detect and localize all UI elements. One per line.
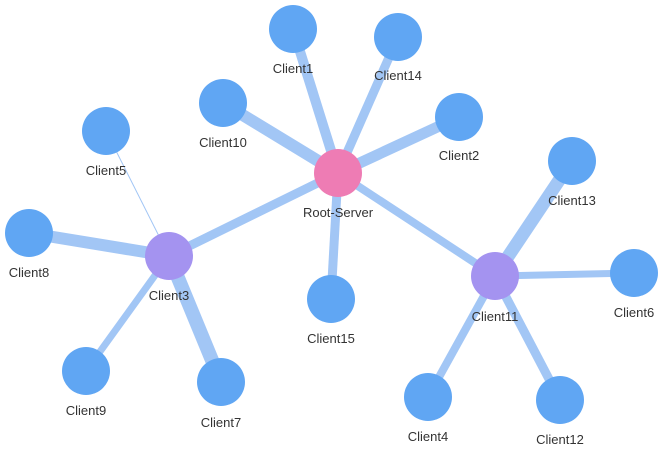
node-label-root-server: Root-Server <box>303 205 374 220</box>
node-label-client15: Client15 <box>307 331 355 346</box>
node-client10[interactable] <box>199 79 247 127</box>
node-root-server[interactable] <box>314 149 362 197</box>
node-label-client4: Client4 <box>408 429 448 444</box>
node-label-client5: Client5 <box>86 163 126 178</box>
nodes-layer <box>5 5 658 424</box>
edge-root-server-client1 <box>288 27 343 175</box>
node-client5[interactable] <box>82 107 130 155</box>
node-label-client11: Client11 <box>472 309 519 324</box>
node-label-client1: Client1 <box>273 61 313 76</box>
node-label-client13: Client13 <box>548 193 596 208</box>
node-client2[interactable] <box>435 93 483 141</box>
node-client15[interactable] <box>307 275 355 323</box>
node-client13[interactable] <box>548 137 596 185</box>
node-client12[interactable] <box>536 376 584 424</box>
edge-root-server-client3 <box>167 168 340 261</box>
node-label-client3: Client3 <box>149 288 189 303</box>
node-label-client12: Client12 <box>536 432 584 447</box>
node-client7[interactable] <box>197 358 245 406</box>
node-label-client6: Client6 <box>614 305 654 320</box>
node-client3[interactable] <box>145 232 193 280</box>
node-client14[interactable] <box>374 13 422 61</box>
node-label-client7: Client7 <box>201 415 241 430</box>
node-label-client8: Client8 <box>9 265 49 280</box>
node-label-client14: Client14 <box>374 68 422 83</box>
node-client11[interactable] <box>471 252 519 300</box>
node-label-client10: Client10 <box>199 135 247 150</box>
node-client1[interactable] <box>269 5 317 53</box>
node-client4[interactable] <box>404 373 452 421</box>
node-label-client9: Client9 <box>66 403 106 418</box>
node-label-client2: Client2 <box>439 148 479 163</box>
edge-root-server-client11 <box>335 169 498 280</box>
edge-root-server-client14 <box>333 35 403 175</box>
node-client6[interactable] <box>610 249 658 297</box>
node-client8[interactable] <box>5 209 53 257</box>
node-client9[interactable] <box>62 347 110 395</box>
